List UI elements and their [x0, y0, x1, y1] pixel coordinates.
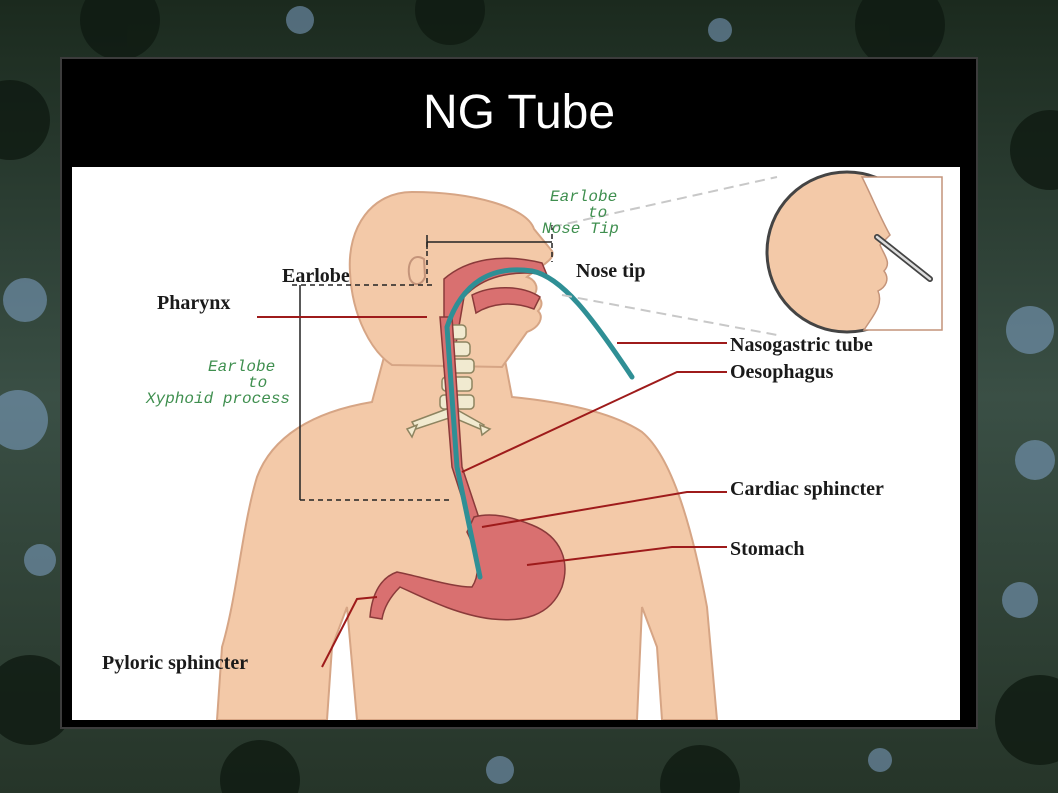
nose-measure-bracket: [426, 225, 553, 285]
stomach-organ: [369, 514, 566, 621]
label-oesophagus: Oesophagus: [730, 361, 834, 383]
label-nasogastric-tube: Nasogastric tube: [730, 334, 873, 356]
xyphoid-measure-bracket: [292, 284, 452, 501]
nose-inset: [765, 170, 943, 334]
label-stomach: Stomach: [730, 538, 804, 560]
nasogastric-tube: [444, 267, 635, 580]
measure-earlobe-nose-line3: Nose Tip: [542, 220, 619, 238]
measure-earlobe-xyphoid-line3: Xyphoid process: [145, 390, 290, 408]
measure-earlobe-nose-line2: to: [588, 204, 607, 222]
label-pharynx: Pharynx: [157, 292, 230, 314]
diagram-panel: Earlobe Pharynx Nose tip Nasogastric tub…: [72, 167, 960, 720]
leader-lines: [257, 316, 727, 668]
label-pyloric-sphincter: Pyloric sphincter: [102, 652, 248, 674]
tongue-organ: [471, 287, 541, 315]
measure-earlobe-nose-line1: Earlobe: [550, 188, 617, 206]
label-cardiac-sphincter: Cardiac sphincter: [730, 478, 884, 500]
slide-title: NG Tube: [422, 85, 616, 139]
label-earlobe: Earlobe: [282, 265, 350, 287]
ng-tube-diagram: Earlobe Pharynx Nose tip Nasogastric tub…: [102, 170, 943, 720]
ear: [407, 256, 427, 285]
measure-earlobe-xyphoid-line2: to: [248, 374, 267, 392]
label-nose-tip: Nose tip: [576, 260, 645, 282]
measure-earlobe-xyphoid-line1: Earlobe: [208, 358, 275, 376]
body-silhouette: [215, 353, 719, 720]
inset-zoom-lines: [551, 176, 778, 336]
